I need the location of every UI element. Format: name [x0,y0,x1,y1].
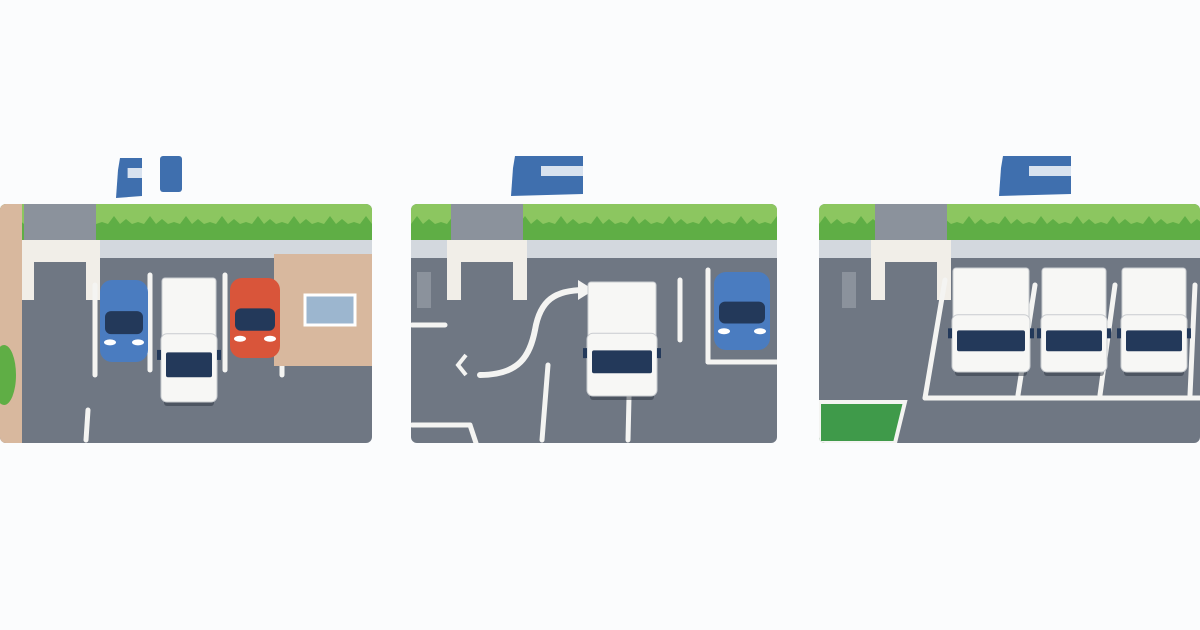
van-cargo-box [1041,267,1107,321]
mirror [1117,328,1121,339]
van-cargo-box [161,277,217,341]
headlight [104,339,116,346]
headlight [718,328,730,335]
gate-beam [871,240,951,262]
gate-post [871,240,885,300]
parking-line [539,362,551,443]
van-windshield [957,330,1025,352]
car-windshield [235,308,275,331]
curved-arrow-icon [477,287,588,378]
building [0,204,22,443]
mirror [1107,328,1111,339]
panel-content [819,204,1200,443]
mirror [217,349,221,360]
headlight [234,335,246,342]
bush [0,345,16,405]
van-windshield [166,352,212,378]
gate-post [513,240,527,300]
van-cargo-box [1121,267,1187,321]
sign-icon [116,158,142,198]
car [100,280,148,362]
bollard [417,272,431,308]
van-windshield [1046,330,1102,352]
sign-icon [511,156,583,196]
van [1117,267,1191,376]
mirror [1187,328,1191,339]
parking-line [467,422,479,443]
van [948,267,1034,376]
gate-beam [447,240,527,262]
headlight [264,335,276,342]
headlight [132,339,144,346]
van-cargo-box [952,267,1030,321]
bollard [842,272,856,308]
parking-line [922,277,948,401]
van-windshield [592,350,652,374]
window [303,293,357,327]
gate-opening [24,204,96,240]
gate-post [20,240,34,300]
van [1037,267,1111,376]
car [230,278,280,358]
panel-van-parking [819,204,1200,443]
mirror [583,348,587,359]
sign-window [127,168,142,178]
gate-post [937,240,951,300]
sign-window [1029,166,1071,176]
parking-line [1187,282,1198,398]
gate-post [447,240,461,300]
green-area [819,400,908,443]
parking-line [83,407,91,443]
mirror [657,348,661,359]
van [157,277,221,406]
panel-content [411,204,777,443]
panel-mixed-parking [0,204,372,443]
mirror [1037,328,1041,339]
gate-opening [875,204,947,240]
van-cargo-box [587,281,657,340]
arrowhead [455,353,468,377]
panel-maneuver-parking [411,204,777,443]
gate-opening [451,204,523,240]
car-windshield [105,311,143,335]
sign-window [541,166,583,176]
van-windshield [1126,330,1182,352]
sign-icon [160,156,182,192]
car-windshield [719,301,765,324]
car [714,272,770,350]
panel-content [0,204,372,443]
arrowhead [578,280,594,300]
sign-icon [999,156,1071,196]
mirror [1030,328,1034,339]
mirror [157,349,161,360]
mirror [948,328,952,339]
gate-beam [20,240,100,262]
van [583,281,661,400]
headlight [754,328,766,335]
